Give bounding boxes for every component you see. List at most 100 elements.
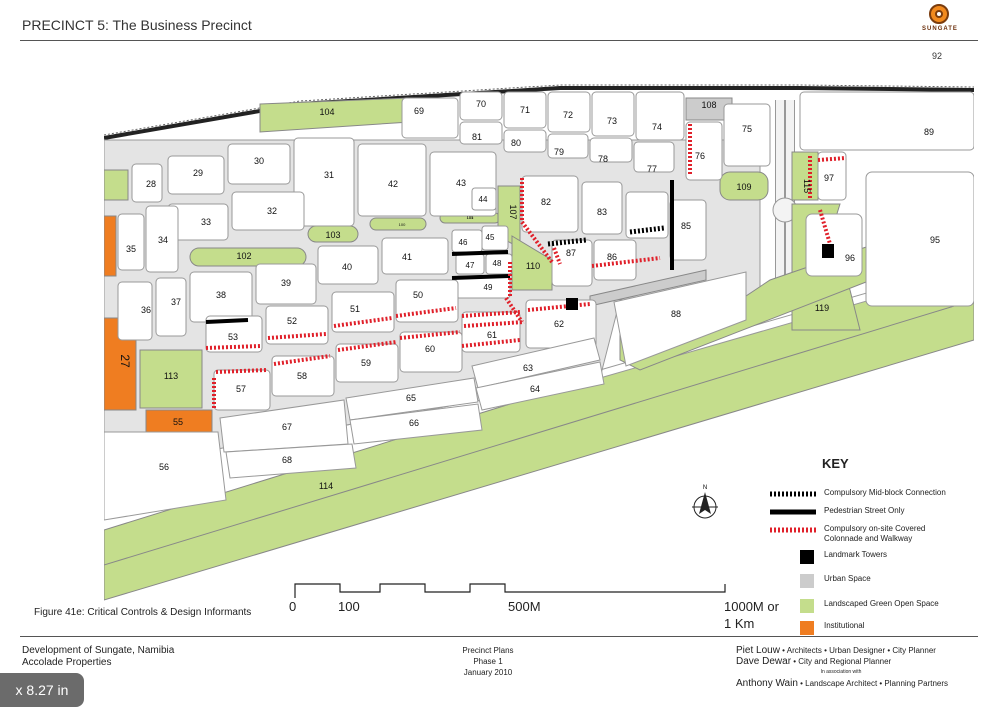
key-title: KEY — [822, 456, 849, 471]
svg-text:52: 52 — [287, 316, 297, 326]
svg-text:61: 61 — [487, 330, 497, 340]
svg-text:40: 40 — [342, 262, 352, 272]
svg-text:41: 41 — [402, 252, 412, 262]
svg-text:33: 33 — [201, 217, 211, 227]
svg-text:39: 39 — [281, 278, 291, 288]
svg-text:113: 113 — [164, 371, 178, 381]
orange-square-icon — [770, 621, 816, 635]
svg-text:108: 108 — [701, 100, 716, 110]
svg-text:62: 62 — [554, 319, 564, 329]
svg-text:72: 72 — [563, 110, 573, 120]
scale-label-0: 0 — [289, 599, 297, 614]
svg-text:47: 47 — [466, 261, 475, 270]
svg-text:66: 66 — [409, 418, 419, 428]
svg-text:87: 87 — [566, 248, 576, 258]
svg-text:115: 115 — [802, 179, 812, 193]
svg-text:79: 79 — [554, 147, 564, 157]
svg-text:58: 58 — [297, 371, 307, 381]
green-113 — [139, 349, 203, 409]
svg-text:107: 107 — [508, 204, 518, 219]
svg-text:103: 103 — [325, 230, 340, 240]
svg-text:50: 50 — [413, 290, 423, 300]
scale-label-1000: 1000M or — [724, 599, 779, 614]
svg-text:65: 65 — [406, 393, 416, 403]
landmark-tower-62 — [566, 298, 578, 310]
svg-text:28: 28 — [146, 179, 156, 189]
landmark-tower-96 — [822, 244, 834, 258]
svg-text:55: 55 — [173, 417, 183, 427]
svg-text:69: 69 — [414, 106, 424, 116]
svg-text:102: 102 — [236, 251, 251, 261]
svg-text:85: 85 — [681, 221, 691, 231]
footer-project-title: Development of Sungate, Namibia — [22, 645, 175, 656]
north-arrow-icon: N — [692, 485, 718, 519]
svg-text:110: 110 — [526, 261, 540, 271]
railway-line — [104, 86, 974, 140]
footer-credits: Piet Louw • Architects • Urban Designer … — [736, 645, 949, 689]
svg-text:46: 46 — [459, 238, 468, 247]
svg-text:100: 100 — [399, 222, 406, 227]
scale-bar — [294, 583, 726, 598]
svg-text:67: 67 — [282, 422, 292, 432]
svg-text:43: 43 — [456, 178, 466, 188]
svg-text:48: 48 — [493, 259, 502, 268]
mid-block-dashes-icon — [770, 488, 816, 502]
green-109 — [719, 171, 769, 201]
svg-text:56: 56 — [159, 462, 169, 472]
key-item-pedestrian: Pedestrian Street Only — [770, 506, 964, 520]
pedestrian-streets — [205, 180, 674, 324]
grey-square-icon — [770, 574, 816, 588]
svg-text:101: 101 — [467, 215, 474, 220]
scale-label-100: 100 — [338, 599, 360, 614]
svg-text:44: 44 — [479, 195, 488, 204]
key-item-urban-space: Urban Space — [770, 574, 964, 588]
key-item-mid-block: Compulsory Mid-block Connection — [770, 488, 964, 502]
svg-text:36: 36 — [141, 305, 151, 315]
scale-label-1km: 1 Km — [724, 616, 755, 631]
svg-text:80: 80 — [511, 138, 521, 148]
svg-text:88: 88 — [671, 309, 681, 319]
logo-wordmark: SUNGATE — [922, 26, 958, 32]
svg-text:73: 73 — [607, 116, 617, 126]
svg-text:63: 63 — [523, 363, 533, 373]
svg-text:89: 89 — [924, 127, 934, 137]
svg-text:97: 97 — [824, 173, 834, 183]
green-square-icon — [770, 599, 816, 613]
svg-text:109: 109 — [736, 182, 751, 192]
key-item-colonnade: Compulsory on-site Covered Colonnade and… — [770, 524, 964, 544]
svg-text:35: 35 — [126, 244, 136, 254]
svg-text:64: 64 — [530, 384, 540, 394]
page-title: PRECINCT 5: The Business Precinct — [22, 17, 252, 33]
label-27: 27 — [118, 354, 132, 368]
svg-text:60: 60 — [425, 344, 435, 354]
svg-text:70: 70 — [476, 99, 486, 109]
sun-logo-icon — [929, 4, 949, 24]
footer-divider — [20, 636, 978, 637]
figure-caption: Figure 41e: Critical Controls & Design I… — [34, 607, 252, 618]
svg-text:31: 31 — [324, 170, 334, 180]
svg-text:42: 42 — [388, 179, 398, 189]
svg-text:68: 68 — [282, 455, 292, 465]
north-label: N — [703, 485, 707, 491]
svg-text:71: 71 — [520, 105, 530, 115]
svg-text:38: 38 — [216, 290, 226, 300]
green-102 — [189, 247, 307, 267]
svg-text:95: 95 — [930, 235, 940, 245]
svg-text:81: 81 — [472, 132, 482, 142]
svg-text:75: 75 — [742, 124, 752, 134]
page-size-indicator: x 8.27 in — [0, 673, 84, 707]
colonnade-dashes-icon — [770, 524, 816, 538]
svg-text:83: 83 — [597, 207, 607, 217]
svg-text:119: 119 — [815, 303, 829, 313]
svg-text:51: 51 — [350, 304, 360, 314]
svg-text:76: 76 — [695, 151, 705, 161]
svg-text:32: 32 — [267, 206, 277, 216]
svg-text:105: 105 — [467, 215, 474, 220]
svg-text:78: 78 — [598, 154, 608, 164]
blocks-middle — [104, 137, 747, 521]
key-item-landmark: Landmark Towers — [770, 550, 964, 564]
svg-text:86: 86 — [607, 252, 617, 262]
page-number: 92 — [932, 51, 943, 61]
footer-project: Development of Sungate, Namibia Accolade… — [22, 645, 174, 669]
